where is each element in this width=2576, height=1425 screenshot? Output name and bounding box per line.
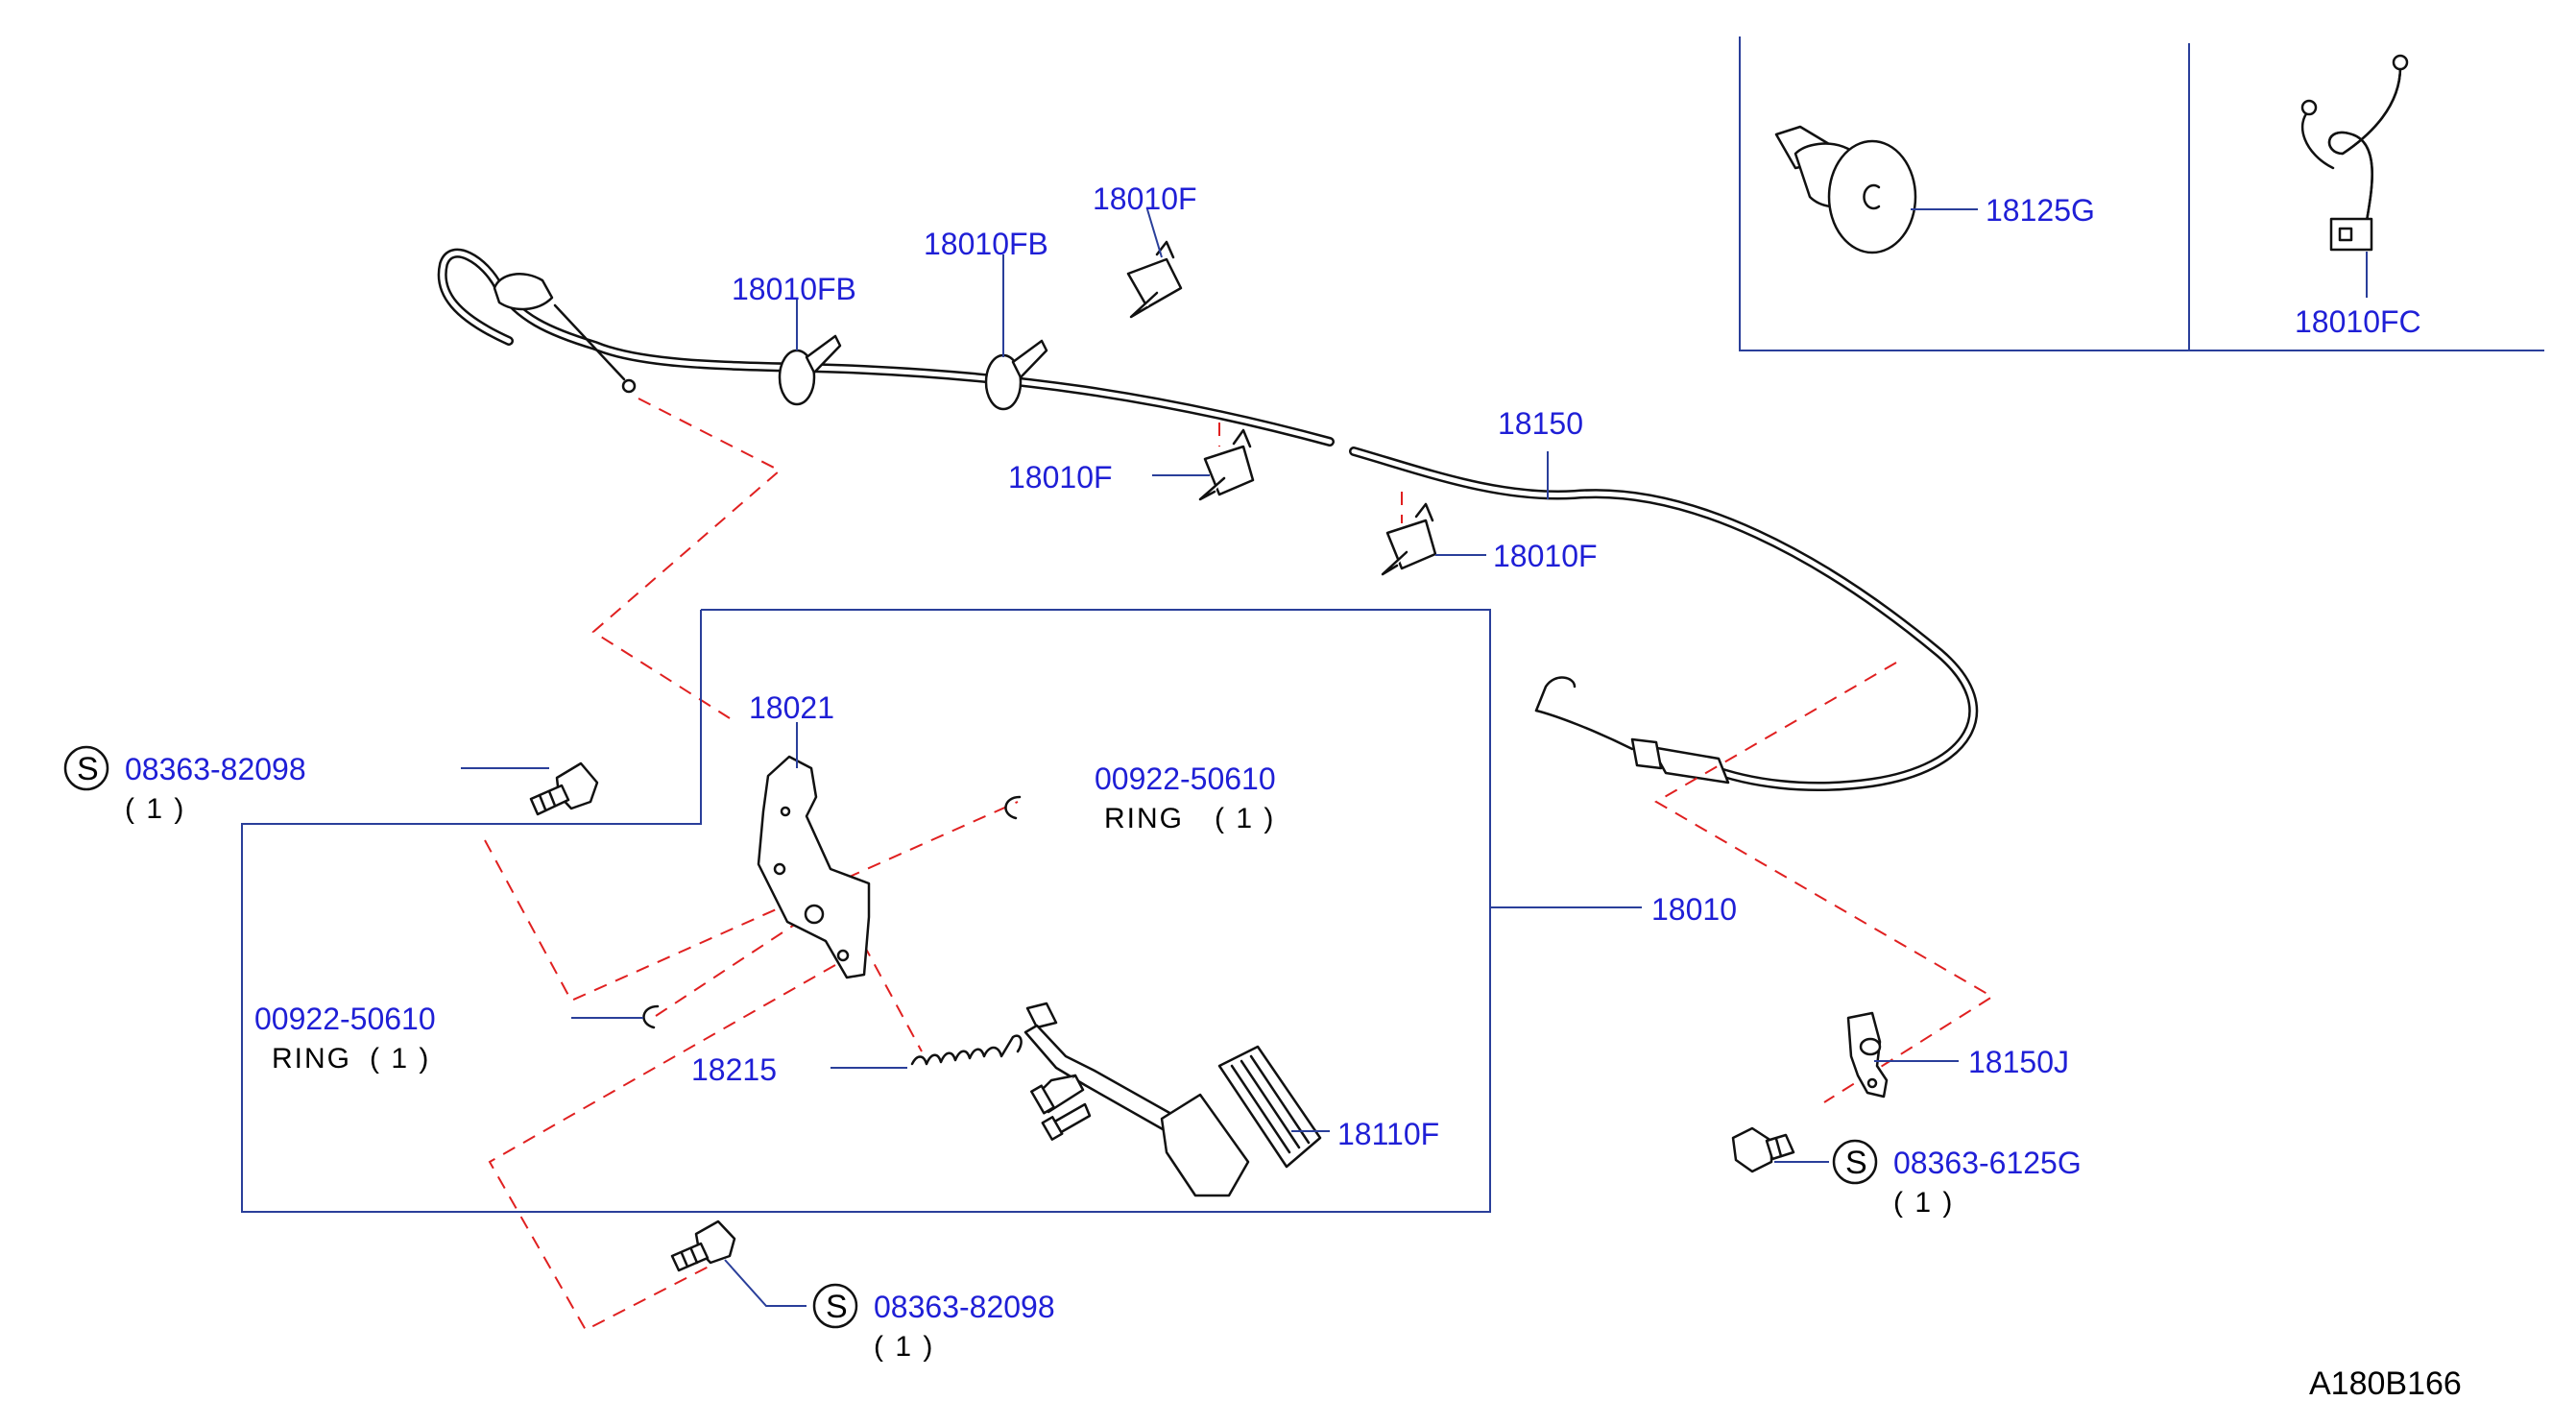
clip-18010FB-b <box>984 339 1048 411</box>
leader-bolt-2 <box>724 1259 807 1307</box>
cable-bracket-18150J <box>1846 1011 1889 1099</box>
ring-lower-part-no[interactable]: 00922-50610 <box>254 1002 436 1036</box>
pedal-bracket-18021 <box>757 755 871 979</box>
bolt-2-symbol-circle <box>812 1283 858 1329</box>
bolt-3-symbol-circle <box>1832 1139 1878 1185</box>
bolt-2-qty: ( 1 ) <box>874 1331 934 1363</box>
callout-18010F-mid[interactable]: 18010F <box>1008 460 1113 495</box>
leader-18010F-top <box>1146 208 1163 258</box>
ring-upper <box>1004 795 1022 820</box>
clip-18010F-top <box>1126 240 1183 319</box>
grommet-18125G <box>1774 125 1917 254</box>
accelerator-cable-front <box>437 248 1335 447</box>
callout-18010FB-a[interactable]: 18010FB <box>732 272 856 306</box>
callout-18021[interactable]: 18021 <box>749 690 834 725</box>
return-spring-18215 <box>910 1034 1023 1066</box>
diagram-code: A180B166 <box>2309 1365 2462 1402</box>
cable-clip-18010FC <box>2300 54 2409 252</box>
accelerator-pedal-18110F <box>1023 1002 1322 1197</box>
clip-18010FB-a <box>778 334 842 406</box>
bolt-1-symbol-circle <box>63 745 109 791</box>
accelerator-cable-rear <box>1349 447 1979 792</box>
clip-18010F-mid <box>1198 428 1255 501</box>
callout-18150[interactable]: 18150 <box>1498 406 1583 441</box>
inset-frame <box>1739 36 2544 351</box>
callout-18010[interactable]: 18010 <box>1651 892 1737 927</box>
bolt-3-symbol: S <box>1845 1145 1867 1181</box>
callout-18110F[interactable]: 18110F <box>1337 1117 1439 1151</box>
bolt-1 <box>529 761 599 816</box>
ring-lower-qty: ( 1 ) <box>370 1043 430 1075</box>
ring-upper-qty: ( 1 ) <box>1215 803 1275 834</box>
bolt-3 <box>1731 1126 1795 1173</box>
callout-18010FC[interactable]: 18010FC <box>2295 304 2421 339</box>
bolt-2-part-no[interactable]: 08363-82098 <box>874 1290 1055 1324</box>
callout-18150J[interactable]: 18150J <box>1968 1045 2069 1079</box>
dashed-links <box>484 398 1994 1332</box>
bolt-1-symbol: S <box>77 751 99 787</box>
ring-upper-name: RING <box>1104 803 1184 834</box>
assembly-frame-18010 <box>241 609 1491 1213</box>
bolt-3-qty: ( 1 ) <box>1893 1187 1954 1219</box>
bolt-1-part-no[interactable]: 08363-82098 <box>125 752 306 786</box>
bolt-1-qty: ( 1 ) <box>125 793 185 825</box>
ring-lower <box>642 1004 660 1029</box>
callout-18215[interactable]: 18215 <box>691 1052 777 1087</box>
ring-lower-name: RING <box>272 1043 351 1075</box>
ring-upper-part-no[interactable]: 00922-50610 <box>1095 761 1276 796</box>
bolt-2-symbol: S <box>826 1289 848 1325</box>
callout-18010F-top[interactable]: 18010F <box>1093 181 1197 216</box>
callout-18125G[interactable]: 18125G <box>1986 193 2095 228</box>
bolt-3-part-no[interactable]: 08363-6125G <box>1893 1146 2082 1180</box>
callout-18010F-right[interactable]: 18010F <box>1493 539 1598 573</box>
callout-18010FB-b[interactable]: 18010FB <box>924 227 1048 261</box>
clip-18010F-right <box>1381 502 1437 576</box>
bolt-2 <box>670 1220 736 1272</box>
